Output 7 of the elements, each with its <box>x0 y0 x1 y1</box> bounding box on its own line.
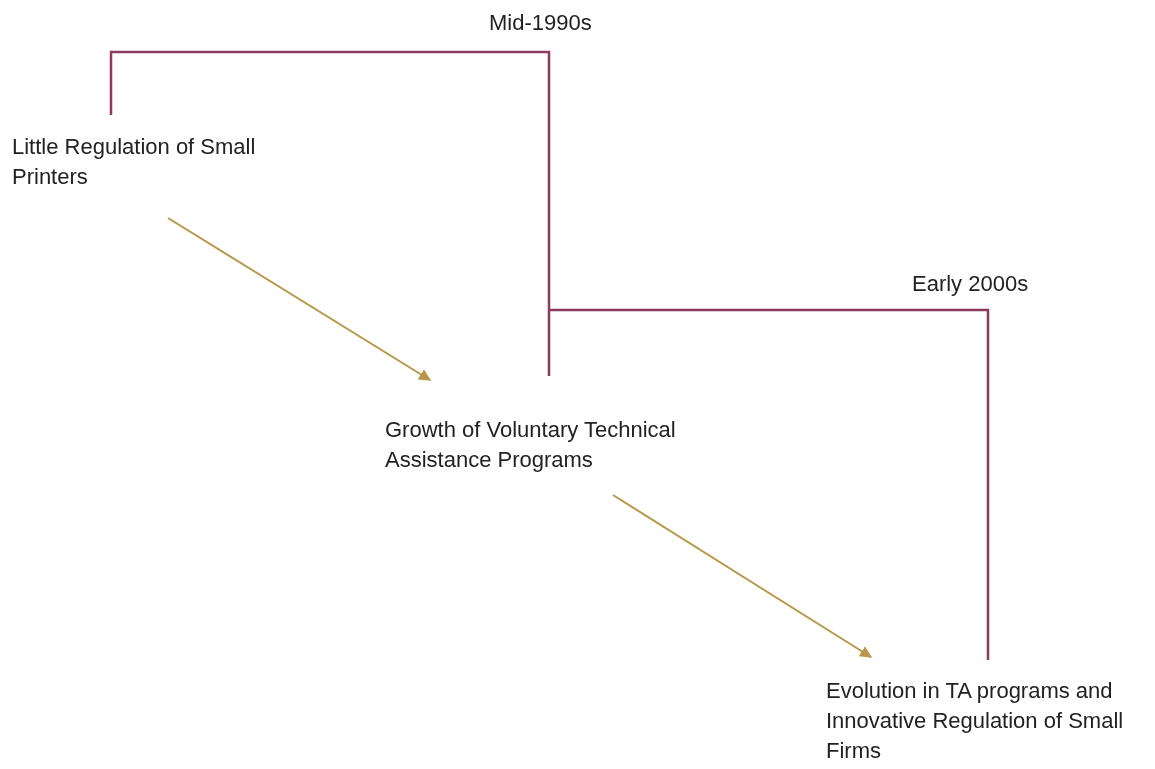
arrow <box>612 494 872 658</box>
period-label: Early 2000s <box>912 270 1029 298</box>
period-label: Mid-1990s <box>489 9 592 37</box>
stage-text: Evolution in TA programs and Innovative Regulation of Small Firms <box>826 677 1125 765</box>
arrow <box>167 217 431 381</box>
stage-text: Little Regulation of Small Printers <box>12 133 257 191</box>
stage-text: Growth of Voluntary Technical Assistance Programs <box>385 416 677 474</box>
